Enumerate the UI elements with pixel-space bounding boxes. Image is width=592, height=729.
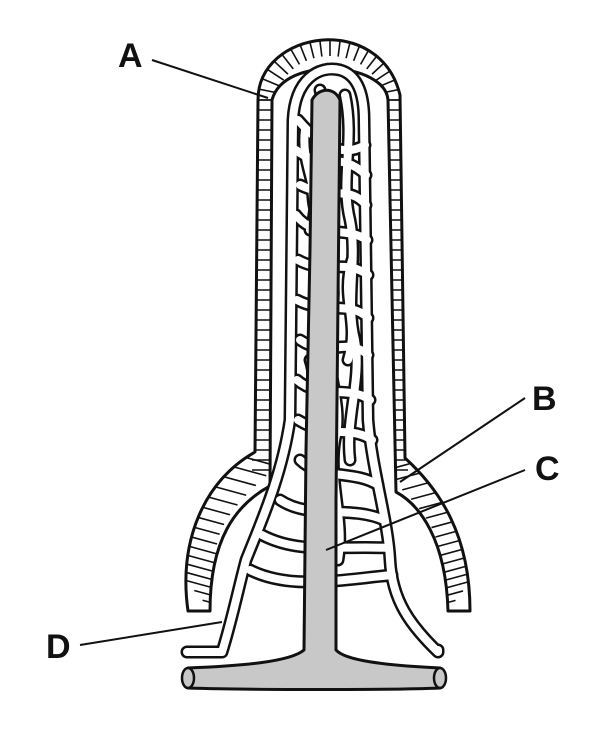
epithelial-cell-line [337,39,344,57]
epithelial-cell-line [316,39,323,57]
label-d: D [46,628,71,666]
pointer-b [399,397,526,483]
epithelial-cell-line [185,550,218,565]
pointer-d [79,621,223,646]
epithelial-cell-line [185,521,220,536]
label-c: C [535,450,560,488]
label-b: B [532,380,557,418]
epithelial-cell-line [185,560,221,575]
label-pointers [79,59,526,646]
pointer-a [151,59,269,99]
epithelial-cell-line [185,540,217,555]
lacteal-end-left [180,666,196,690]
epithelial-cell-line [438,543,471,557]
labels: A B C D [46,37,560,666]
lacteal-vessel [186,88,442,691]
lacteal-end-right [432,666,448,690]
lacteal [180,88,448,691]
pointer-c [325,469,526,551]
label-a: A [118,37,143,75]
epithelial-cell-line [437,552,471,567]
epithelial-cell-line [185,531,218,545]
